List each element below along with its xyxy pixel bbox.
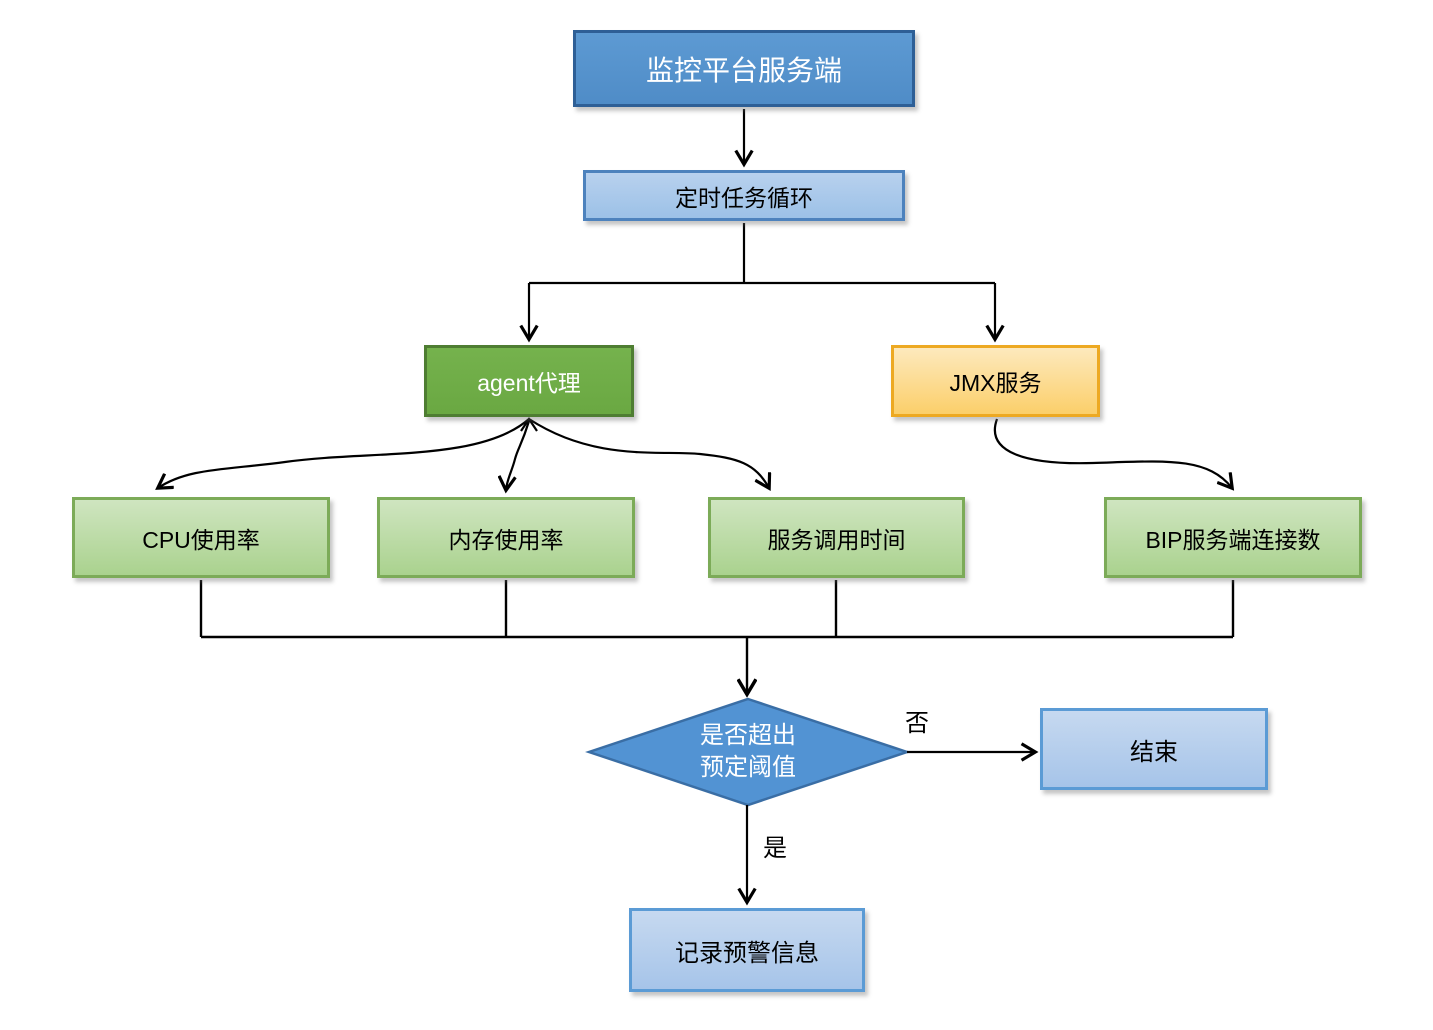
edge-label-no: 否 [905, 710, 929, 737]
node-jmx-service: JMX服务 [891, 345, 1100, 417]
node-cpu-usage: CPU使用率 [72, 497, 330, 578]
node-end-label: 结束 [1130, 738, 1178, 766]
edge-agent-memory [506, 420, 531, 490]
node-scheduled-task-loop-label: 定时任务循环 [675, 184, 813, 211]
node-threshold-decision: 是否超出 预定阈值 [622, 714, 874, 790]
decision-label-line2: 预定阈值 [700, 754, 796, 781]
node-jmx-service-label: JMX服务 [949, 370, 1042, 396]
node-service-call-time: 服务调用时间 [708, 497, 965, 578]
edge-metric-bus [199, 580, 1235, 639]
edge-jmx-bip [993, 418, 1232, 488]
node-scheduled-task-loop: 定时任务循环 [583, 170, 905, 221]
node-end: 结束 [1040, 708, 1268, 790]
node-cpu-usage-label: CPU使用率 [142, 526, 260, 553]
edge-agent-svc [528, 418, 769, 488]
node-service-call-time-label: 服务调用时间 [767, 526, 906, 553]
node-record-warning: 记录预警信息 [629, 908, 865, 992]
node-memory-usage-label: 内存使用率 [448, 526, 564, 553]
node-agent-proxy-label: agent代理 [477, 370, 581, 396]
node-memory-usage: 内存使用率 [377, 497, 635, 578]
node-record-warning-label: 记录预警信息 [675, 939, 819, 967]
edge-timer-split [529, 223, 995, 285]
edge-label-yes: 是 [763, 835, 787, 862]
node-bip-connections-label: BIP服务端连接数 [1145, 526, 1321, 553]
decision-label-line1: 是否超出 [700, 721, 796, 749]
edge-agent-cpu [158, 418, 530, 488]
node-agent-proxy: agent代理 [424, 345, 634, 417]
node-monitor-server-label: 监控平台服务端 [645, 54, 842, 86]
node-bip-connections: BIP服务端连接数 [1104, 497, 1362, 578]
node-monitor-server: 监控平台服务端 [573, 30, 915, 107]
edge-agent-memory-return-arrowhead [520, 417, 538, 432]
